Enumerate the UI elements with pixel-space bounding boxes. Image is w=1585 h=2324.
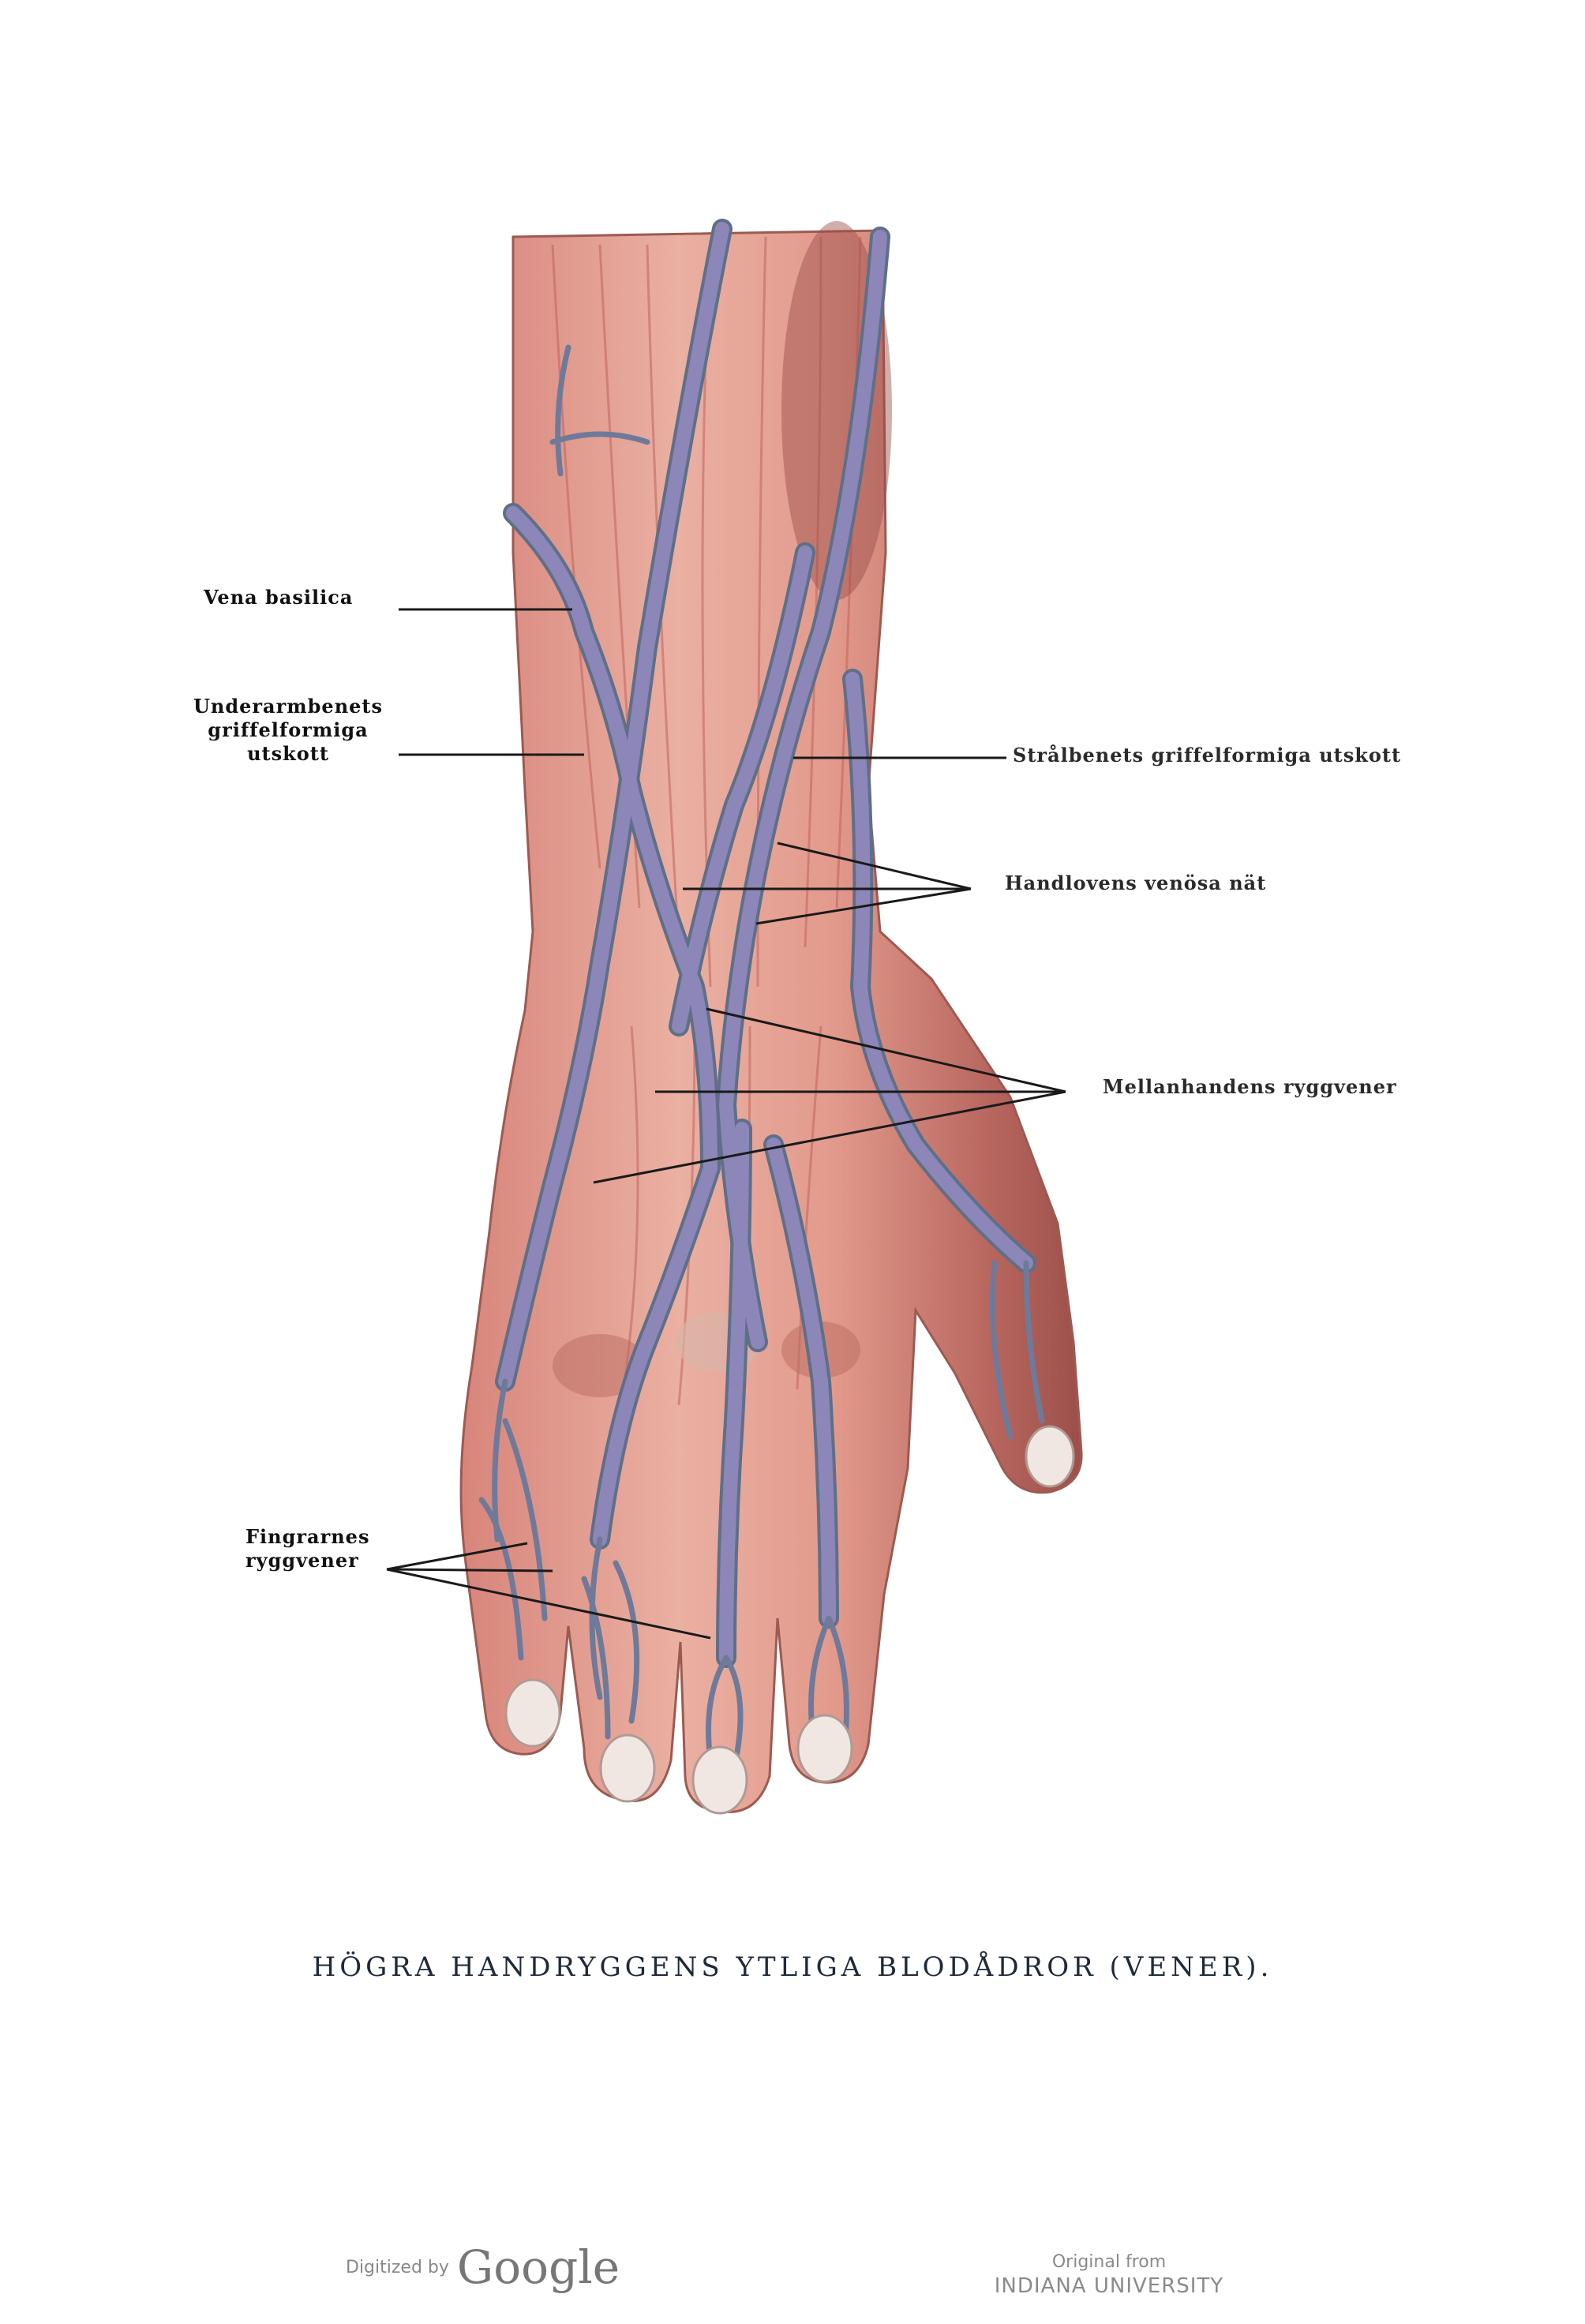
- digitized-by-google: Digitized by Google: [346, 2240, 620, 2294]
- label-line: griffelformiga: [208, 718, 369, 741]
- fingernails: [504, 1425, 1075, 1815]
- original-from-text: Original from: [1051, 2252, 1167, 2272]
- label-handlovens: Handlovens venösa nät: [1005, 872, 1267, 894]
- label-stralbenets: Strålbenets griffelformiga utskott: [1013, 744, 1402, 767]
- label-fingrarnes: Fingrarnes ryggvener: [245, 1525, 369, 1572]
- label-mellanhandens: Mellanhandens ryggvener: [1103, 1075, 1397, 1098]
- label-line: Fingrarnes: [245, 1525, 370, 1548]
- label-vena-basilica: Vena basilica: [204, 586, 354, 609]
- google-logo: Google: [456, 2240, 620, 2294]
- forearm-shape: [459, 229, 1083, 1813]
- label-line: ryggvener: [245, 1549, 359, 1572]
- label-line: utskott: [247, 742, 329, 765]
- veins: [478, 219, 1045, 1771]
- digitized-by-text: Digitized by: [346, 2257, 449, 2277]
- original-from-block: Original from INDIANA UNIVERSITY: [995, 2251, 1223, 2299]
- institution-name: INDIANA UNIVERSITY: [994, 2274, 1224, 2298]
- leader-lines: [386, 608, 1066, 1640]
- label-line: Underarmbenets: [193, 695, 384, 718]
- plate-caption: HÖGRA HANDRYGGENS YTLIGA BLODÅDROR (VENE…: [312, 1951, 1273, 1983]
- label-underarmbenets: Underarmbenets griffelformiga utskott: [193, 695, 383, 766]
